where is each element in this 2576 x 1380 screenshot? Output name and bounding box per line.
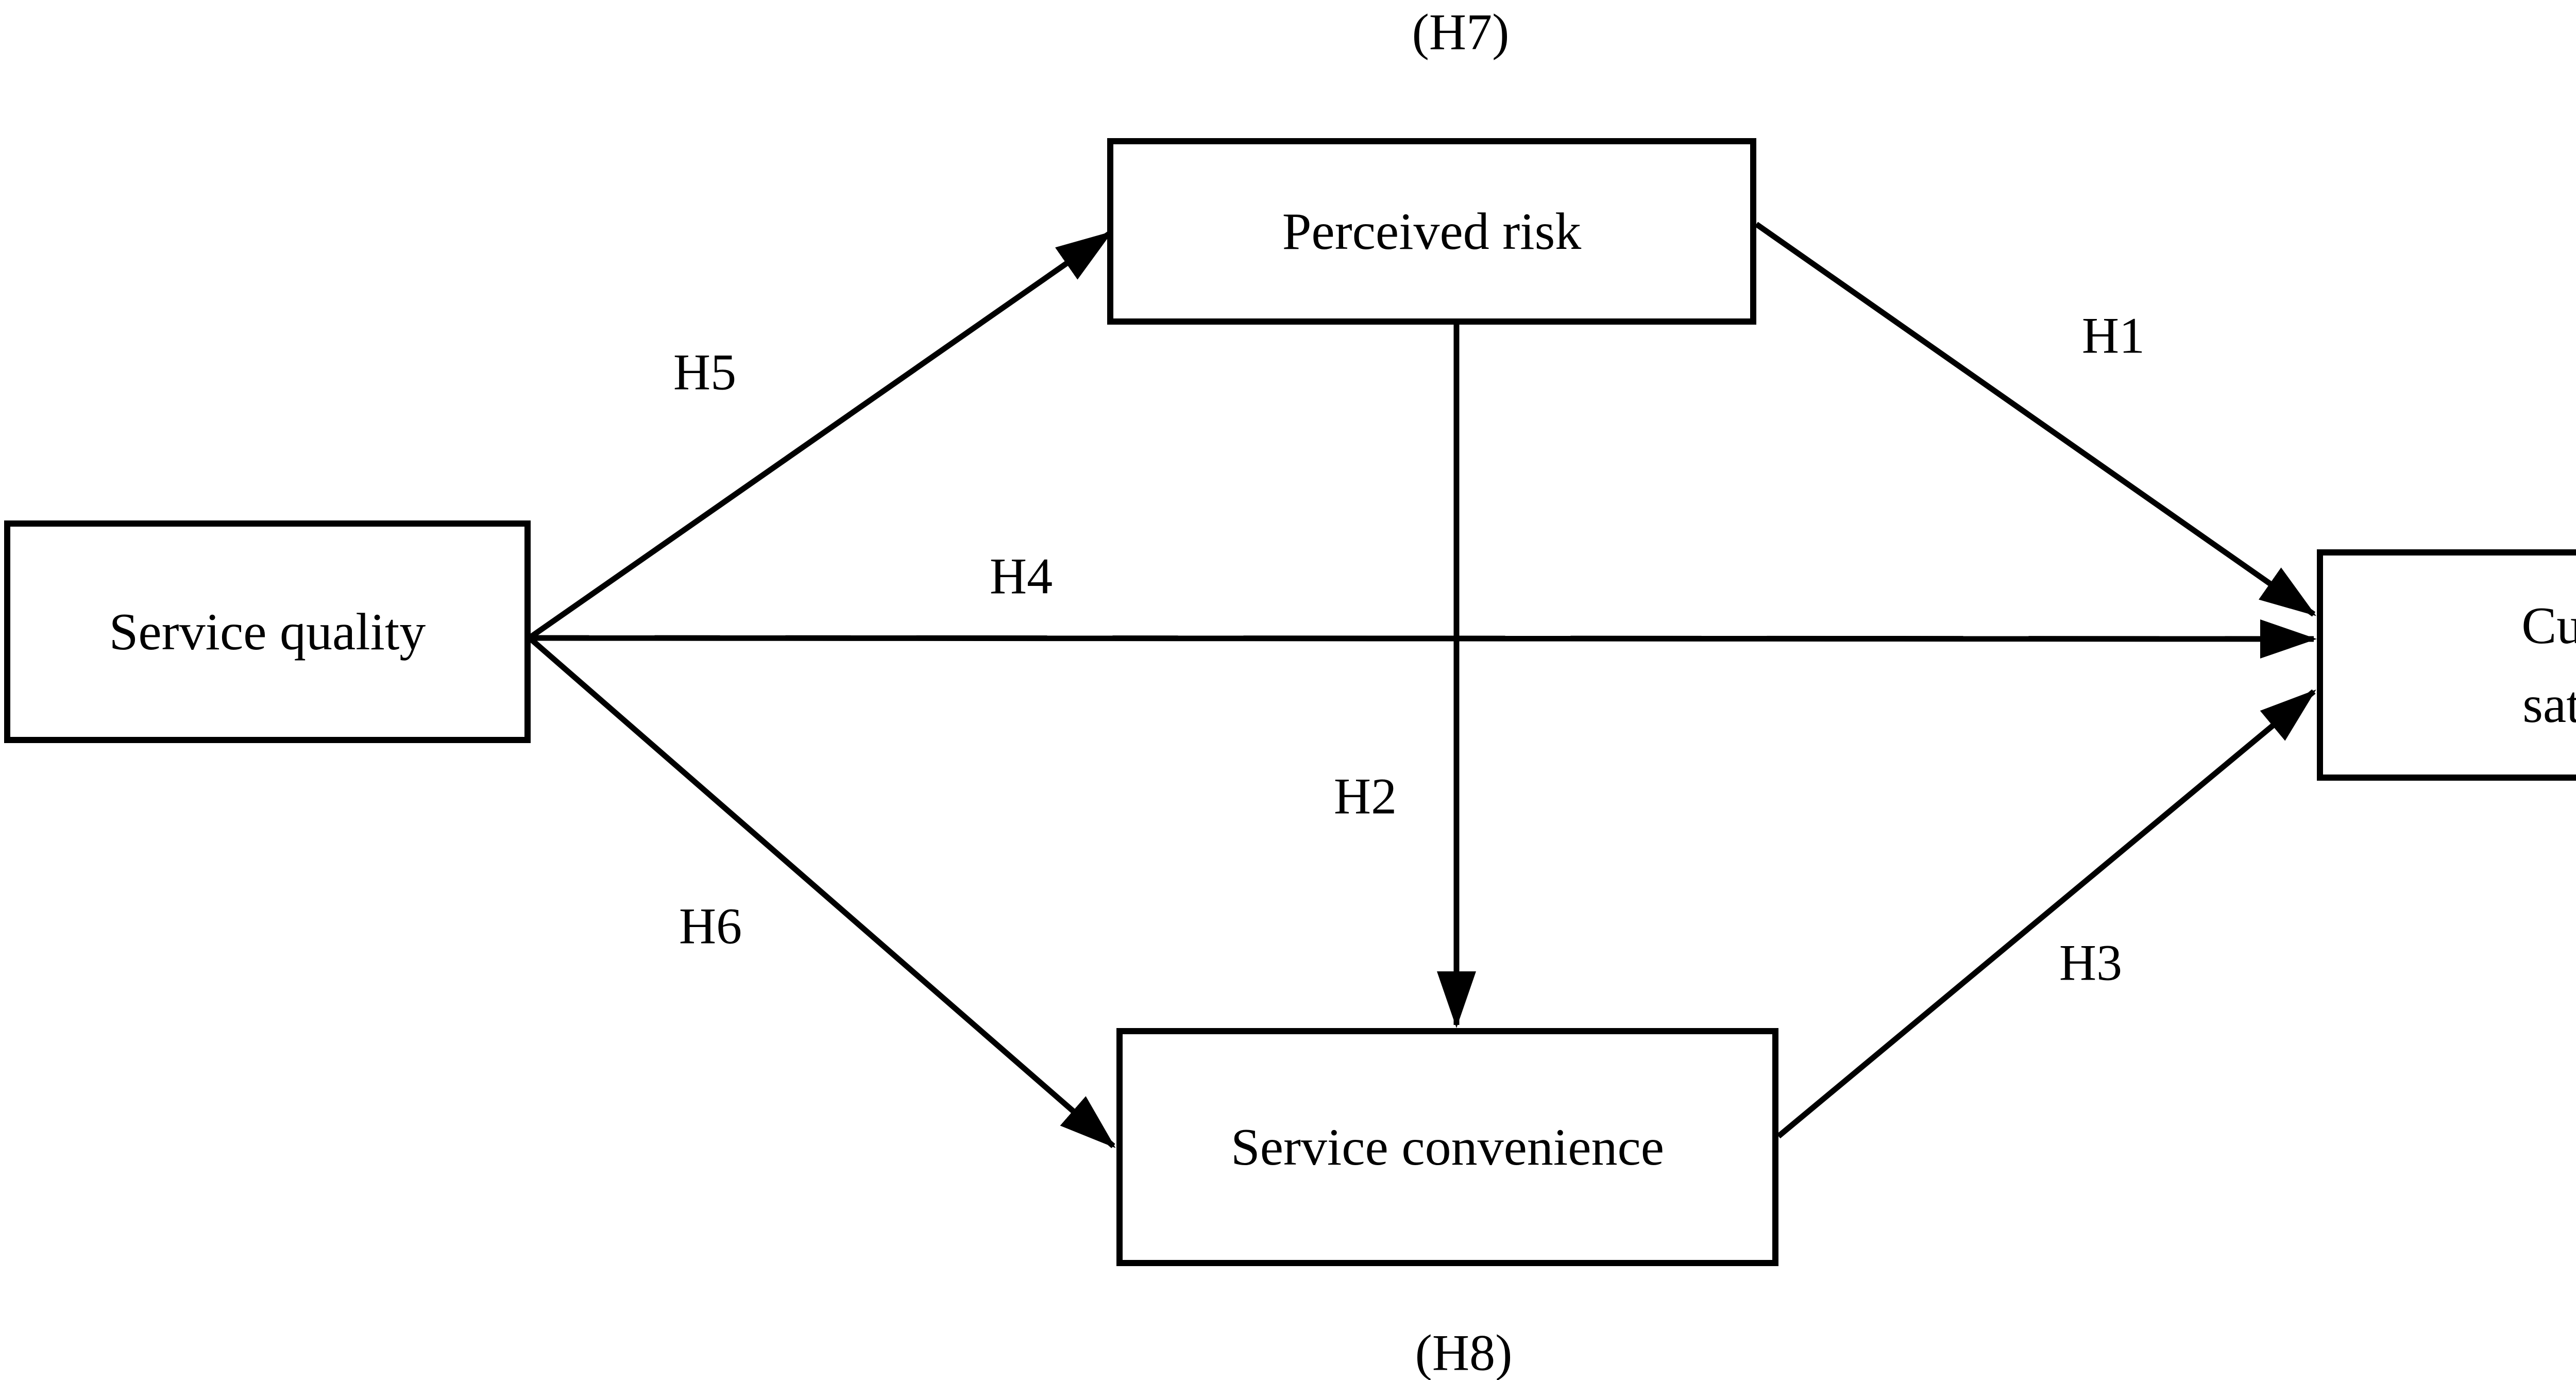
- node-customers-satisfaction-label: Customer’s satisfaction: [2521, 596, 2576, 734]
- hypothesis-label-h6: H6: [679, 897, 742, 955]
- arrow-h6-line: [529, 636, 1116, 1149]
- node-service-convenience-label: Service convenience: [1230, 1118, 1665, 1176]
- arrow-h3-line: [1776, 689, 2316, 1139]
- hypothesis-label-h3: H3: [2059, 934, 2123, 991]
- hypothesis-label-h5: H5: [673, 343, 737, 401]
- moderator-label-h7: (H7): [1412, 3, 1510, 61]
- moderator-label-h8: (H8): [1415, 1324, 1513, 1380]
- arrow-h5-line: [529, 230, 1113, 639]
- node-service-quality-label: Service quality: [109, 602, 426, 661]
- hypothesis-label-h1: H1: [2081, 307, 2145, 364]
- hypothesis-label-h2: H2: [1333, 767, 1397, 825]
- node-perceived-risk-label: Perceived risk: [1282, 202, 1582, 261]
- hypothesis-label-h4: H4: [989, 547, 1053, 605]
- arrow-h4-line: [530, 619, 2317, 659]
- node-perceived-risk: Perceived risk: [1107, 138, 1756, 325]
- node-customers-satisfaction: Customer’s satisfaction: [2317, 549, 2576, 781]
- arrow-h1-line: [1754, 222, 2316, 617]
- node-service-convenience: Service convenience: [1116, 1028, 1778, 1266]
- node-service-quality: Service quality: [4, 520, 531, 743]
